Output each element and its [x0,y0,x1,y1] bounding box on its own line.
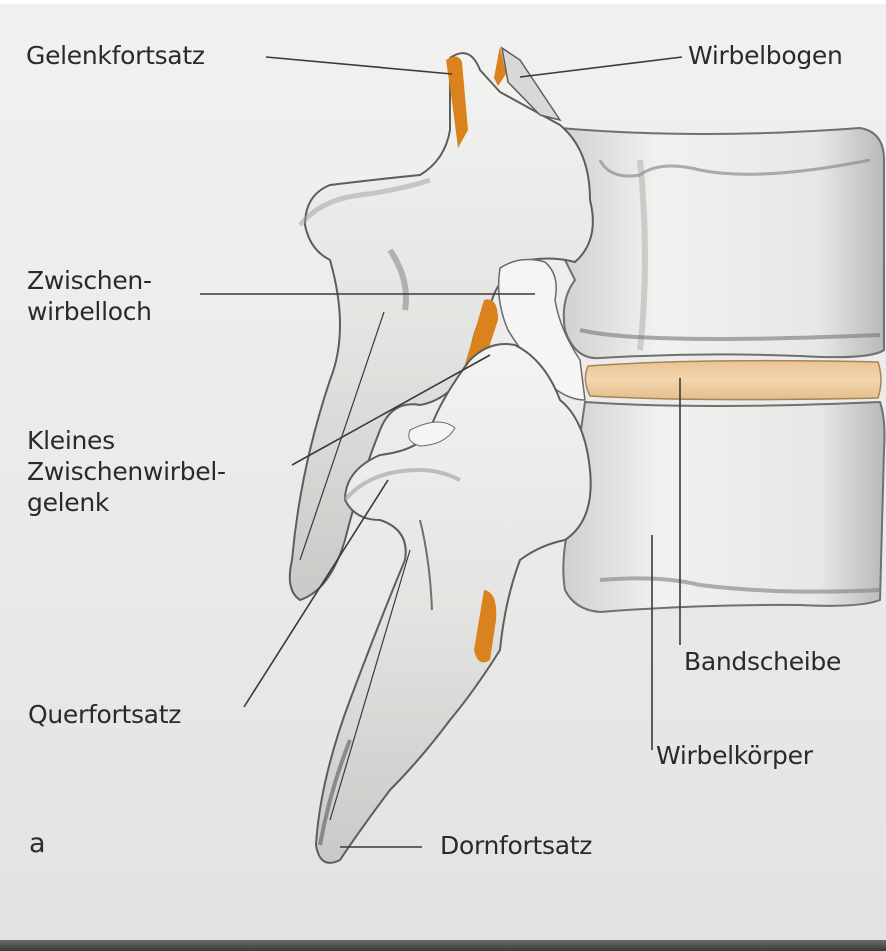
label-querfortsatz: Querfortsatz [28,700,182,729]
lamina-facet [494,46,506,86]
label-wirbelkoerper: Wirbelkörper [656,741,813,770]
label-dornfortsatz: Dornfortsatz [440,831,593,860]
superior-articular-facet [446,56,468,148]
frame-bottom-edge [0,940,886,951]
panel-letter: a [29,828,46,859]
leader-lines [200,56,683,848]
label-wirbelbogen: Wirbelbogen [688,41,843,70]
lower-vertebral-arch [314,343,592,864]
lower-vertebral-body [562,400,886,614]
label-zwischenwirbelloch: Zwischen- wirbelloch [27,266,152,326]
upper-vertebral-body [559,126,885,360]
label-kleines-zwischenwirbelgelenk: Kleines Zwischenwirbel- gelenk [27,426,226,517]
lower-facet-cartilage [474,590,497,663]
label-bandscheibe: Bandscheibe [684,647,842,676]
intervertebral-disc [584,359,882,401]
frame-top-edge [0,0,886,4]
label-gelenkfortsatz: Gelenkfortsatz [26,41,205,70]
